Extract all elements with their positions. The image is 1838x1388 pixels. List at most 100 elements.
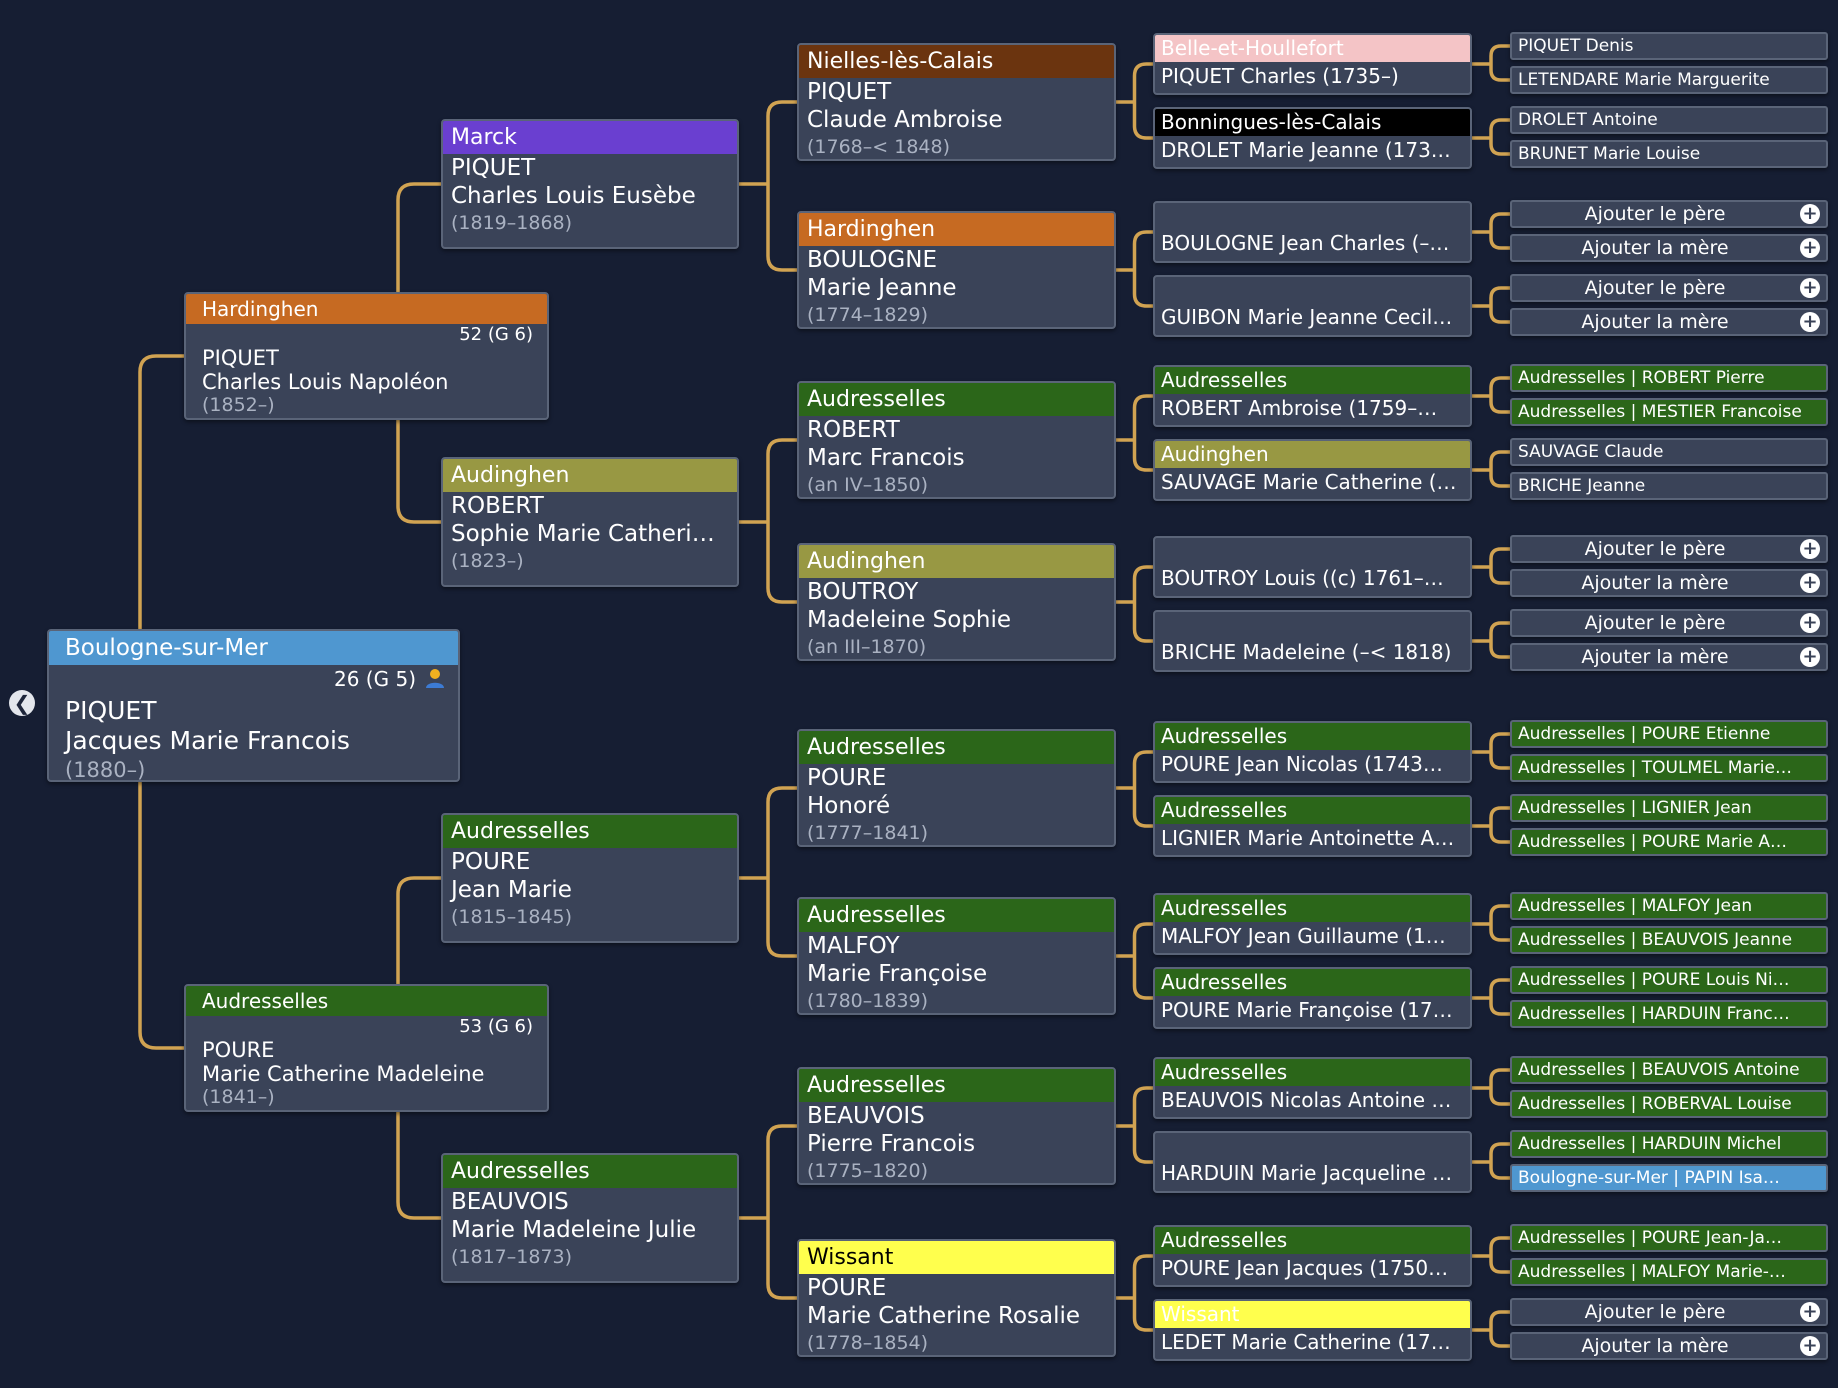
plus-circle-icon[interactable]: + — [1800, 1302, 1820, 1322]
surname: PIQUET — [451, 155, 536, 181]
ancestor-name: LIGNIER Marie Antoinette A… — [1161, 826, 1455, 850]
plus-circle-icon[interactable]: + — [1800, 278, 1820, 298]
ancestor-card[interactable]: Boulogne-sur-Mer | PAPIN Isa… — [1510, 1164, 1828, 1192]
ancestor-card[interactable]: Audresselles | POURE Marie A… — [1510, 828, 1828, 856]
plus-circle-icon[interactable]: + — [1800, 238, 1820, 258]
add-father-button[interactable]: Ajouter le père+ — [1510, 1298, 1828, 1326]
connector-line — [1472, 547, 1510, 585]
ancestor-card[interactable]: HARDUIN Marie Jacqueline … — [1153, 1131, 1472, 1193]
ancestor-card[interactable]: DROLET Antoine — [1510, 106, 1828, 134]
ancestor-card[interactable]: Audresselles | POURE Jean-Ja… — [1510, 1224, 1828, 1252]
connector-line — [1472, 904, 1510, 942]
add-mother-button[interactable]: Ajouter la mère+ — [1510, 1332, 1828, 1360]
life-dates: (an III–1870) — [807, 636, 927, 658]
ancestor-card[interactable]: Audresselles | HARDUIN Michel — [1510, 1130, 1828, 1158]
ancestor-name: PIQUET Denis — [1518, 36, 1634, 56]
life-dates: (1775–1820) — [807, 1160, 929, 1182]
plus-circle-icon[interactable]: + — [1800, 539, 1820, 559]
add-father-button[interactable]: Ajouter le père + — [1510, 274, 1828, 302]
plus-circle-icon[interactable]: + — [1800, 613, 1820, 633]
ancestor-card[interactable]: Audresselles | POURE Etienne — [1510, 720, 1828, 748]
life-dates: (1777–1841) — [807, 822, 929, 844]
ancestor-name: ROBERT Ambroise (1759–… — [1161, 396, 1438, 420]
connector-line — [1472, 1310, 1510, 1348]
ancestor-card[interactable]: SAUVAGE Claude — [1510, 438, 1828, 466]
ancestor-card[interactable]: Audresselles | MALFOY Marie-… — [1510, 1258, 1828, 1286]
connector-line — [1472, 1068, 1510, 1106]
add-mother-button[interactable]: Ajouter la mère+ — [1510, 234, 1828, 262]
place-header: Audresselles — [186, 986, 547, 1016]
add-mother-button[interactable]: Ajouter la mère+ — [1510, 569, 1828, 597]
add-ancestor-label: Ajouter le père — [1584, 277, 1726, 299]
ancestor-name: Audresselles | POURE Etienne — [1518, 724, 1771, 744]
chevron-left-icon[interactable]: ❮ — [9, 690, 35, 716]
add-mother-button[interactable]: Ajouter la mère+ — [1510, 643, 1828, 671]
add-mother-button[interactable]: Ajouter la mère+ — [1510, 308, 1828, 336]
person-icon — [424, 667, 446, 696]
ancestor-name: Audresselles | ROBERT Pierre — [1518, 368, 1765, 388]
ancestor-card[interactable]: Audresselles | ROBERVAL Louise — [1510, 1090, 1828, 1118]
plus-circle-icon[interactable]: + — [1800, 1336, 1820, 1356]
ancestor-card[interactable]: Audresselles | TOULMEL Marie… — [1510, 754, 1828, 782]
surname: PIQUET — [807, 79, 892, 105]
ancestor-name: HARDUIN Marie Jacqueline … — [1161, 1161, 1453, 1185]
ancestor-card[interactable]: LETENDARE Marie Marguerite — [1510, 66, 1828, 94]
add-father-button[interactable]: Ajouter le père+ — [1510, 609, 1828, 637]
connector-line — [1472, 1142, 1510, 1180]
plus-circle-icon[interactable]: + — [1800, 204, 1820, 224]
ancestor-card[interactable]: GUIBON Marie Jeanne Cecil… — [1153, 275, 1472, 337]
ancestor-card[interactable]: Audresselles | HARDUIN Franc… — [1510, 1000, 1828, 1028]
ancestor-card[interactable]: BRICHE Jeanne — [1510, 472, 1828, 500]
add-father-button[interactable]: Ajouter le père+ — [1510, 535, 1828, 563]
plus-circle-icon[interactable]: + — [1800, 573, 1820, 593]
ancestor-card[interactable]: Audresselles | MALFOY Jean — [1510, 892, 1828, 920]
ancestor-card[interactable]: Audresselles | ROBERT Pierre — [1510, 364, 1828, 392]
ancestor-card[interactable]: Audresselles | LIGNIER Jean — [1510, 794, 1828, 822]
ancestor-card[interactable]: BRUNET Marie Louise — [1510, 140, 1828, 168]
connector-line — [396, 876, 441, 1220]
ancestor-card[interactable]: BOULOGNE Jean Charles (–… — [1153, 201, 1472, 263]
ancestor-name: Audresselles | HARDUIN Franc… — [1518, 1004, 1790, 1024]
ancestor-name: LETENDARE Marie Marguerite — [1518, 70, 1770, 90]
ancestor-card[interactable]: BOUTROY Louis ((c) 1761–… — [1153, 536, 1472, 598]
ancestor-card[interactable]: Audresselles | POURE Louis Ni… — [1510, 966, 1828, 994]
ancestor-name: DROLET Marie Jeanne (173… — [1161, 138, 1451, 162]
ancestor-card[interactable]: Audresselles | BEAUVOIS Jeanne — [1510, 926, 1828, 954]
ancestor-card[interactable]: BRICHE Madeleine (–< 1818) — [1153, 610, 1472, 672]
surname: PIQUET — [65, 696, 157, 725]
ancestor-card[interactable]: PIQUET Denis — [1510, 32, 1828, 60]
plus-circle-icon[interactable]: + — [1800, 647, 1820, 667]
add-father-button[interactable]: Ajouter le père+ — [1510, 200, 1828, 228]
place-header: Audinghen — [1155, 441, 1470, 468]
plus-circle-icon[interactable]: + — [1800, 312, 1820, 332]
ancestor-card[interactable]: Audresselles | MESTIER Francoise — [1510, 398, 1828, 426]
connector-line — [1116, 750, 1153, 828]
ancestor-card[interactable]: Audresselles | BEAUVOIS Antoine — [1510, 1056, 1828, 1084]
